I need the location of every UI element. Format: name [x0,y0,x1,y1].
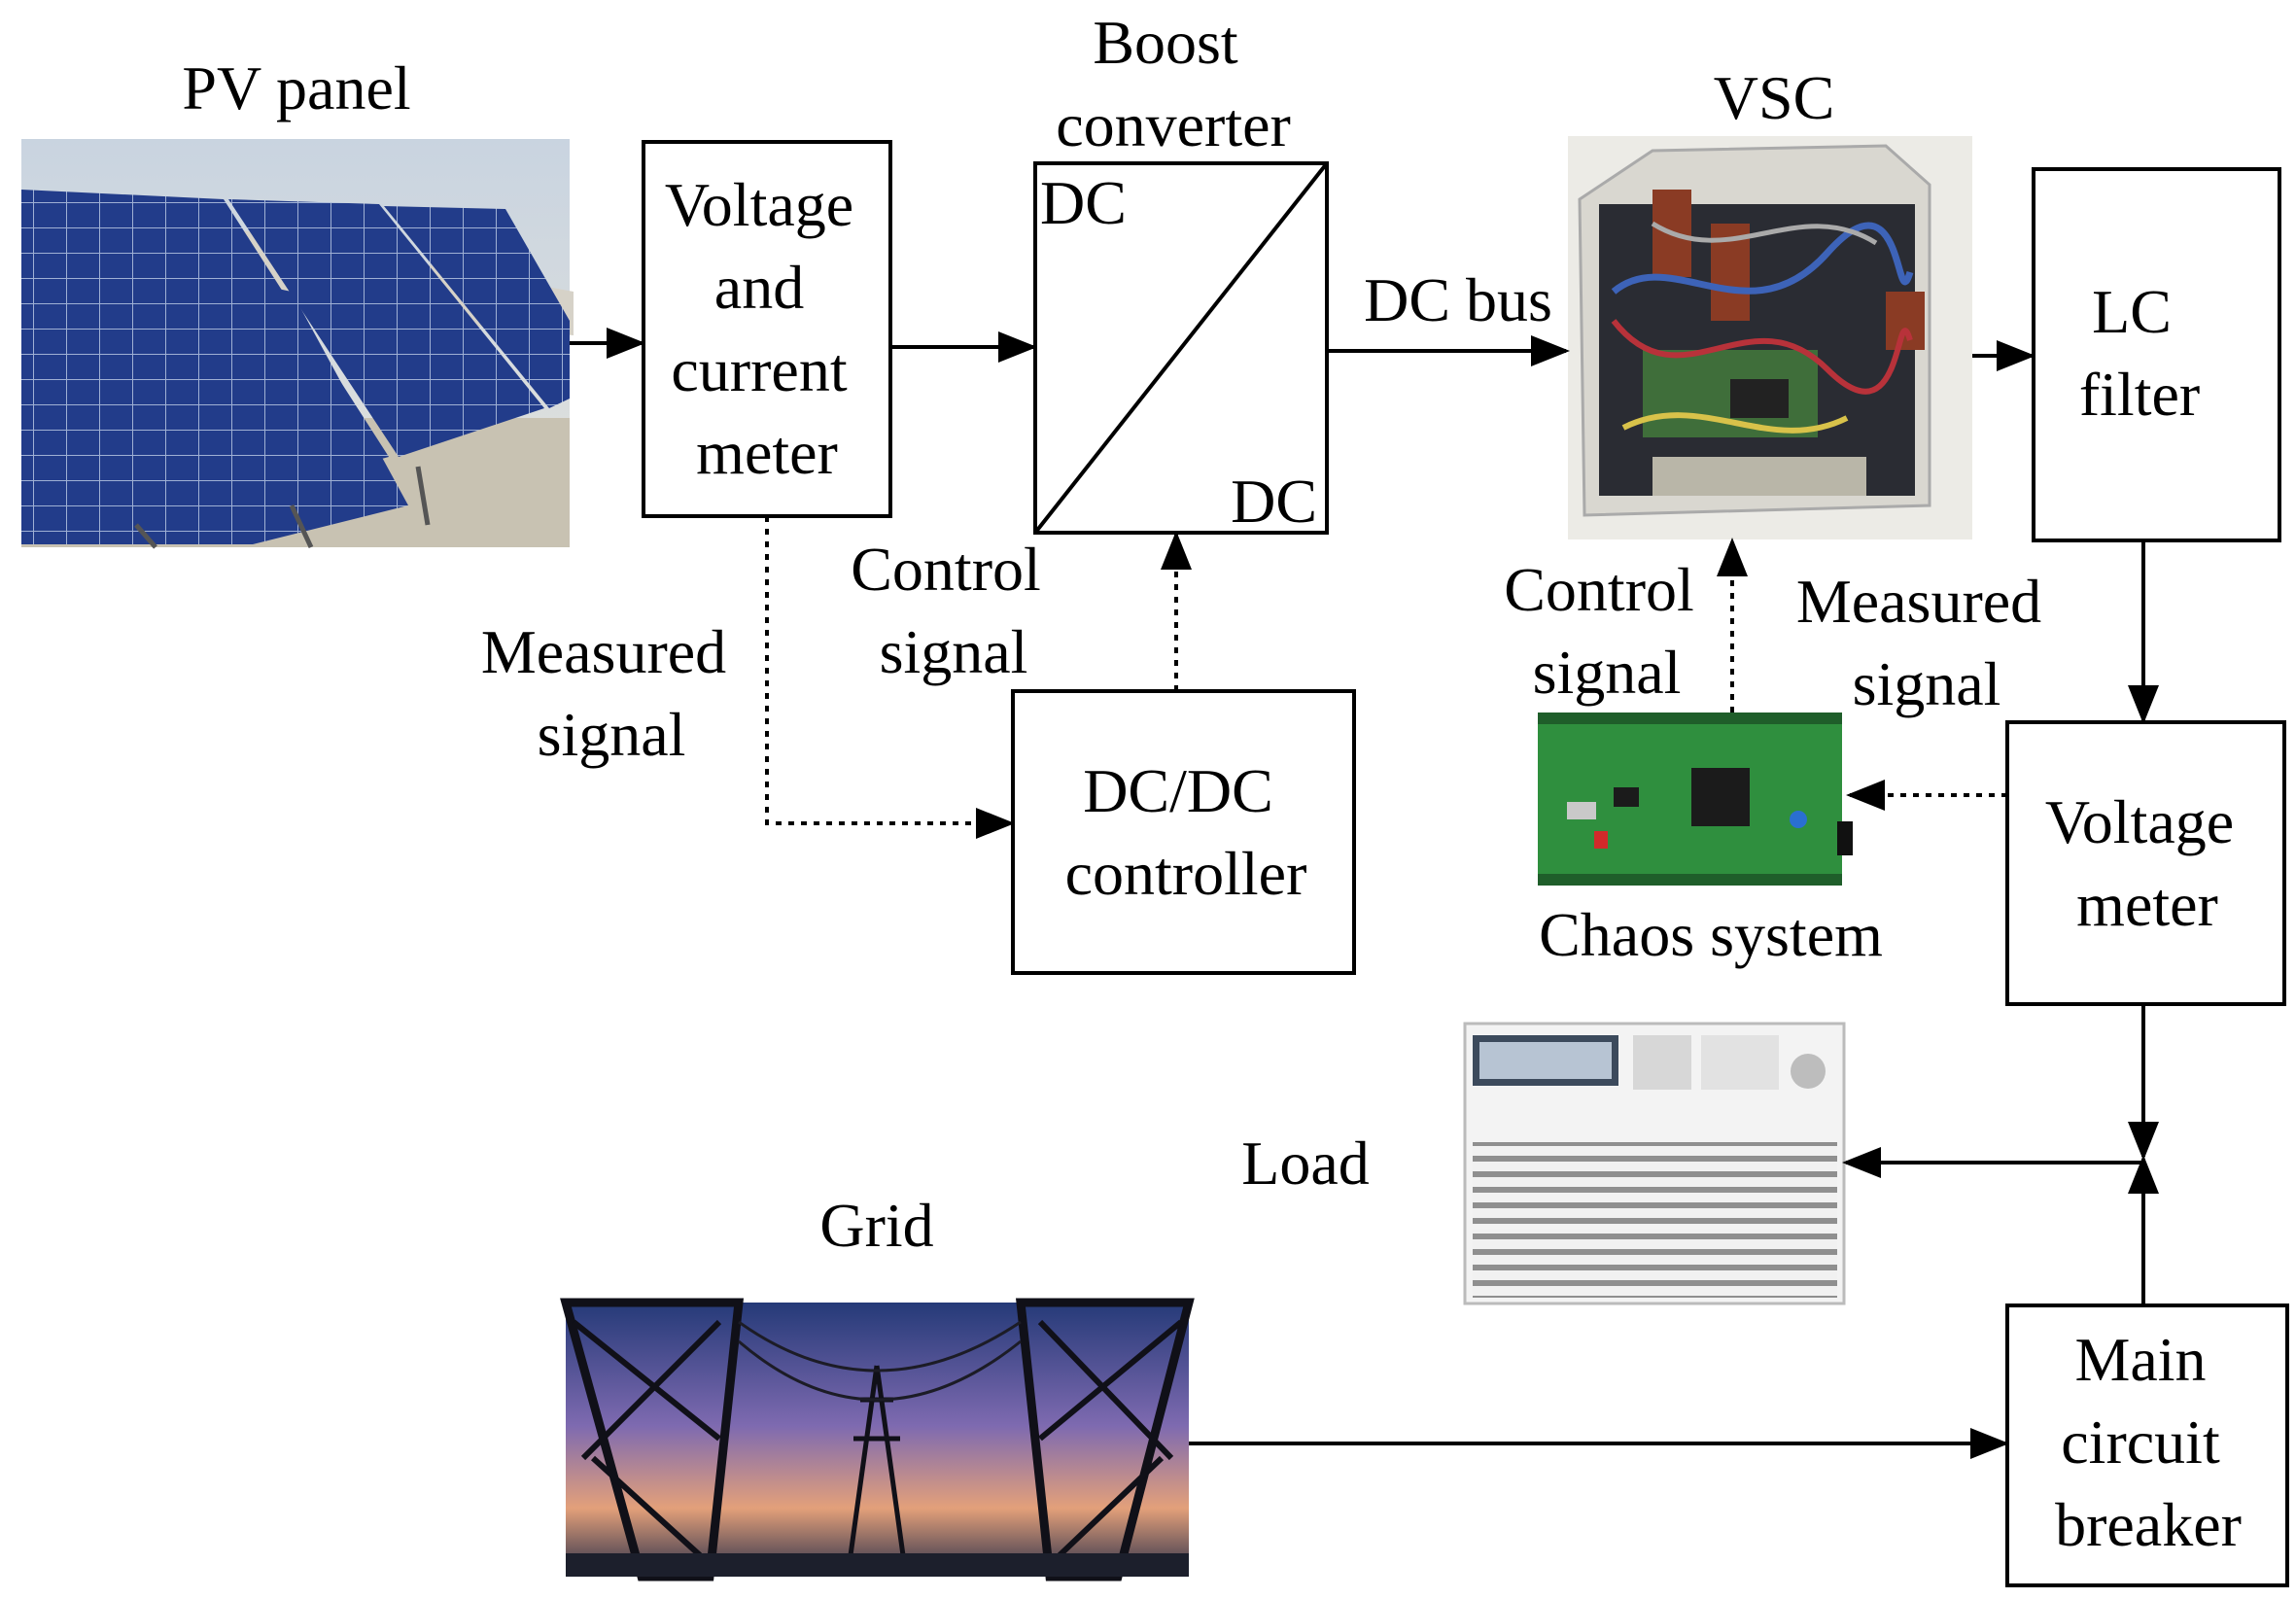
meter-measured-signal-path [765,516,1015,839]
right-measured-signal-label: Measured signal [1796,567,2057,718]
vsc-label: VSC [1714,63,1835,132]
grid-label: Grid [819,1191,933,1260]
load-device-photo [1463,1022,1846,1305]
dcdc-controller-box [1011,689,1356,975]
main-circuit-breaker-label: Main circuit breaker [2055,1325,2242,1559]
grid-power-tower-photo [560,1298,1195,1582]
load-label: Load [1241,1129,1370,1198]
dcdc-controller-label: DC/DC controller [1065,756,1307,908]
boost-converter-diagonal [1033,161,1329,535]
pv-panel-photo [21,139,574,549]
lc-filter-box [2032,167,2281,542]
pv-panel-label: PV panel [182,53,410,122]
voltage-current-meter-box [642,140,892,518]
left-control-signal-label: Control signal [851,535,1057,686]
left-measured-signal-label: Measured signal [481,617,742,769]
dc-bus-label: DC bus [1364,265,1552,334]
voltage-meter-box [2005,720,2286,1006]
boost-dc-input-label: DC [1040,168,1127,237]
chaos-system-label: Chaos system [1539,900,1883,969]
voltage-meter-label: Voltage meter [2045,787,2249,939]
voltage-current-meter-label: Voltage and current meter [665,170,869,487]
boost-dc-output-label: DC [1231,467,1317,536]
right-control-signal-label: Control signal [1504,555,1710,707]
vsc-photo [1568,136,1972,539]
boost-converter-title: Boost converter [1056,8,1291,159]
main-circuit-breaker-box [2005,1304,2289,1587]
connections [570,328,2159,1459]
chaos-system-board-photo [1538,713,1853,886]
lc-filter-label: LC filter [2079,277,2200,429]
